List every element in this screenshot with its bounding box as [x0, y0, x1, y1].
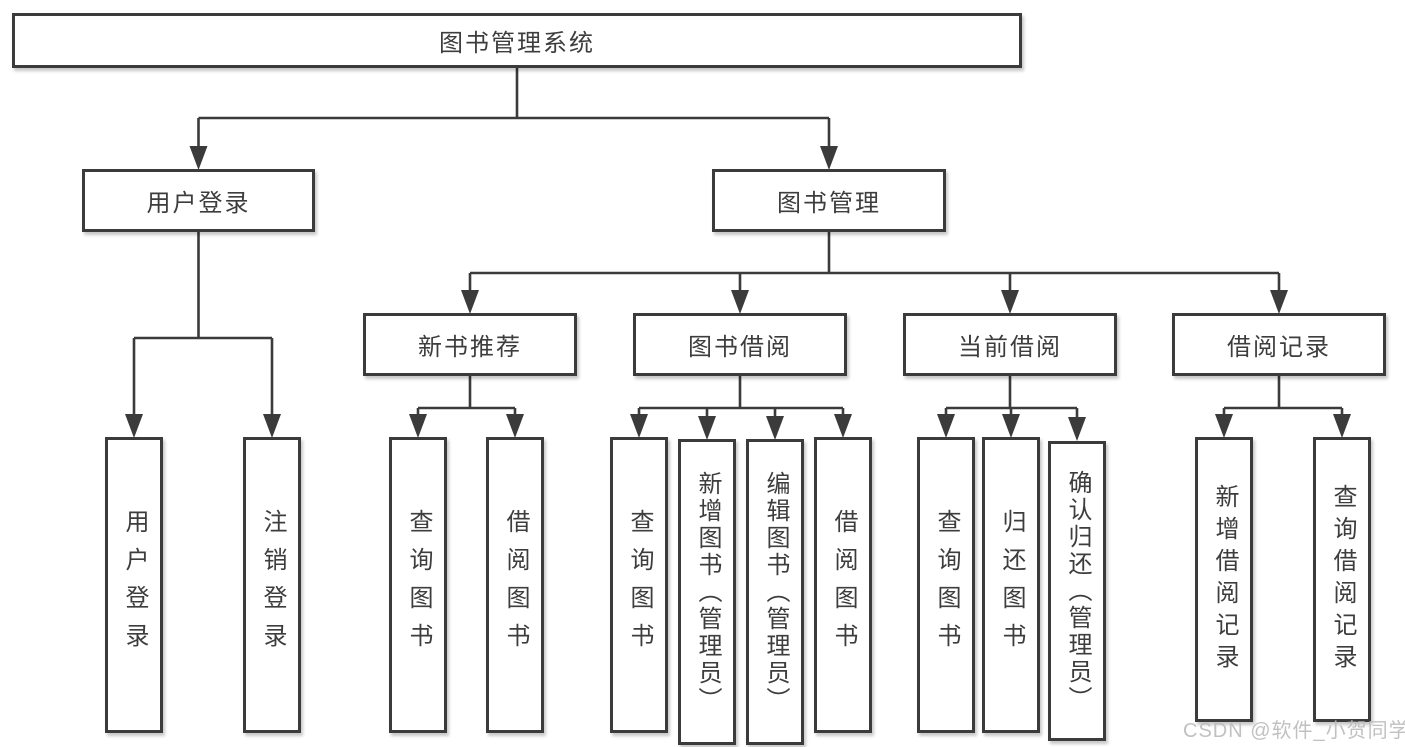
arrowhead [189, 146, 208, 170]
arrowhead [263, 414, 281, 438]
arrowhead [1333, 414, 1351, 438]
leaf-logout-login: 注销登录 [243, 437, 301, 733]
node-current-borrowing: 当前借阅 [903, 313, 1117, 376]
arrowhead [834, 414, 852, 438]
arrowhead [125, 414, 143, 438]
leaf-label: 用户登录 [121, 509, 148, 661]
arrowhead [698, 416, 716, 440]
arrowhead [1001, 290, 1019, 314]
leaf-query-books-current: 查询图书 [917, 437, 975, 733]
leaf-edit-book-admin: 编辑图书（管理员） [746, 439, 804, 745]
node-user-login: 用户登录 [82, 169, 315, 232]
leaf-borrow-books-recommend: 借阅图书 [486, 437, 544, 733]
leaf-label: 查询图书 [626, 509, 653, 661]
arrowhead [731, 290, 749, 314]
arrowhead [461, 290, 479, 314]
csdn-watermark: CSDN @软件_小贺同学 [1183, 720, 1405, 742]
node-label: 当前借阅 [958, 334, 1062, 361]
leaf-label: 确认归还（管理员） [1064, 469, 1091, 713]
leaf-label: 编辑图书（管理员） [762, 470, 789, 714]
arrowhead [1215, 414, 1233, 438]
leaf-label: 查询图书 [933, 509, 960, 661]
leaf-add-book-admin: 新增图书（管理员） [678, 439, 736, 745]
leaf-label: 注销登录 [259, 509, 286, 661]
arrowhead [1270, 290, 1288, 314]
leaf-label: 查询借阅记录 [1329, 483, 1356, 676]
leaf-label: 归还图书 [998, 509, 1025, 661]
arrowhead [630, 414, 648, 438]
arrowhead [1068, 417, 1086, 441]
leaf-label: 新增图书（管理员） [694, 470, 721, 714]
leaf-borrow-books-borrowing: 借阅图书 [814, 437, 872, 733]
node-label: 借阅记录 [1227, 334, 1331, 361]
leaf-label: 查询图书 [405, 509, 432, 661]
leaf-label: 借阅图书 [830, 509, 857, 661]
node-library-management-system: 图书管理系统 [12, 13, 1022, 68]
node-book-management: 图书管理 [712, 169, 946, 232]
leaf-user-login: 用户登录 [105, 437, 163, 733]
leaf-query-borrow-record: 查询借阅记录 [1313, 437, 1371, 722]
arrowhead [766, 416, 784, 440]
arrowhead [1002, 414, 1020, 438]
node-label: 新书推荐 [418, 334, 522, 361]
node-book-borrowing: 图书借阅 [633, 313, 847, 376]
node-borrowing-records: 借阅记录 [1172, 313, 1386, 376]
leaf-label: 新增借阅记录 [1211, 483, 1238, 676]
leaf-query-books-recommend: 查询图书 [389, 437, 447, 733]
leaf-label: 借阅图书 [502, 509, 529, 661]
node-new-book-recommendation: 新书推荐 [363, 313, 577, 376]
node-label: 图书管理系统 [439, 30, 595, 57]
arrowhead [937, 414, 955, 438]
node-label: 图书管理 [777, 190, 881, 217]
arrowhead [409, 414, 427, 438]
leaf-query-books-borrowing: 查询图书 [610, 437, 668, 733]
arrowhead [820, 146, 838, 170]
leaf-return-books: 归还图书 [982, 437, 1040, 733]
arrowhead [506, 414, 524, 438]
node-label: 用户登录 [146, 190, 251, 217]
leaf-confirm-return-admin: 确认归还（管理员） [1048, 441, 1106, 741]
node-label: 图书借阅 [688, 334, 792, 361]
leaf-add-borrow-record: 新增借阅记录 [1195, 437, 1253, 722]
